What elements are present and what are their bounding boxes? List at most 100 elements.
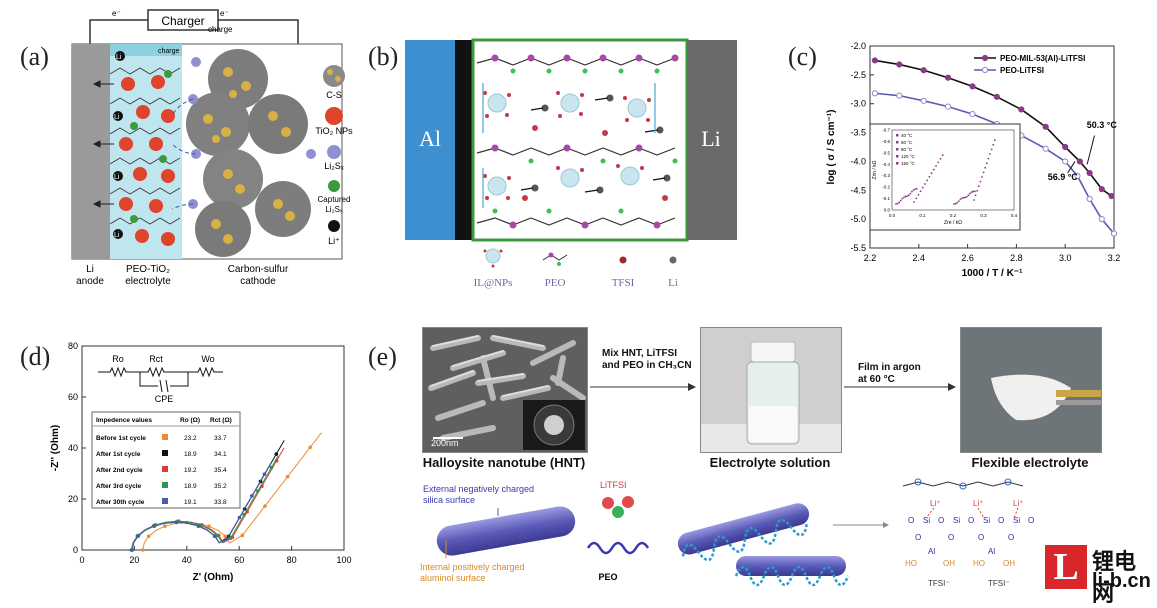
- svg-text:Li: Li: [114, 114, 120, 121]
- table-row-marker: [162, 482, 168, 488]
- y-tick-label: -2.0: [850, 41, 866, 51]
- annotation-arrow: [1086, 135, 1095, 165]
- inset-point: [954, 202, 957, 205]
- inset-point: [956, 201, 959, 204]
- inset-legend-label: 40 °C: [901, 133, 913, 138]
- nyquist-point: [130, 548, 134, 552]
- data-point: [969, 111, 976, 118]
- svg-text:Li: Li: [86, 264, 94, 275]
- li-electrode-label: Li: [701, 126, 721, 151]
- nyquist-line: [131, 463, 272, 551]
- inset-point: [912, 189, 915, 191]
- x-tick-label: 2.2: [864, 253, 877, 263]
- svg-text:O: O: [998, 516, 1004, 525]
- nyquist-point: [140, 548, 145, 552]
- svg-text:O: O: [948, 533, 954, 542]
- inset-y-tick: -0.1: [882, 196, 890, 201]
- inset-point: [974, 194, 977, 197]
- inset-point: [977, 185, 980, 188]
- scale-bar-label: 200nm: [431, 438, 459, 448]
- inset-point: [906, 195, 909, 198]
- legend-marker: [981, 54, 989, 62]
- inset-point: [911, 190, 913, 193]
- inset-y-label: Zim / kΩ: [872, 160, 878, 179]
- inset-point: [928, 175, 931, 178]
- inset-point: [981, 176, 983, 178]
- inset-x-tick: 0.2: [950, 213, 957, 218]
- y-tick-label: 40: [68, 443, 78, 453]
- nyquist-point: [256, 489, 260, 493]
- annotation: 50.3 °C: [1087, 120, 1118, 130]
- inset-point: [896, 202, 899, 205]
- svg-text:cathode: cathode: [240, 276, 276, 287]
- inset-frame: [869, 123, 1021, 231]
- svg-text:O: O: [978, 533, 984, 542]
- watermark-logo: L: [1045, 545, 1087, 589]
- x-tick-label: 0: [79, 555, 84, 565]
- table-cell-ro: 23.2: [184, 435, 197, 442]
- circuit-wo: Wo: [201, 354, 214, 364]
- legend-label: PEO-MIL-53(Al)-LiTFSI: [1000, 54, 1085, 63]
- electrolyte-solution-image: [700, 327, 842, 453]
- inset-point: [898, 201, 901, 204]
- nyquist-point: [240, 533, 245, 538]
- inset-legend-marker: [896, 162, 899, 165]
- svg-text:PEO: PEO: [598, 572, 617, 582]
- svg-text:Li₂Sₓ: Li₂Sₓ: [325, 205, 343, 214]
- inset-x-tick: 0.3: [980, 213, 987, 218]
- x-tick-label: 100: [336, 555, 351, 565]
- svg-text:PEO: PEO: [545, 277, 566, 289]
- data-point: [920, 97, 927, 104]
- svg-text:silica surface: silica surface: [423, 495, 475, 505]
- inset-legend-label: 80 °C: [901, 147, 913, 152]
- data-point: [896, 61, 903, 68]
- inset-legend-marker: [896, 134, 899, 137]
- data-point: [1042, 145, 1049, 152]
- data-point: [1110, 230, 1118, 237]
- circuit-rct: Rct: [149, 354, 163, 364]
- arrow-mix: [590, 383, 696, 391]
- svg-text:O: O: [915, 533, 921, 542]
- svg-text:Li⁺: Li⁺: [1013, 499, 1023, 508]
- caption-hnt: Halloysite nanotube (HNT): [422, 455, 586, 470]
- table-cell-ro: 18.9: [184, 451, 197, 458]
- inset-point: [973, 199, 975, 201]
- panel-a-label: (a): [20, 42, 49, 71]
- hnt-mechanism-figure: External negatively charged silica surfa…: [420, 478, 1034, 588]
- nyquist-point: [274, 452, 279, 456]
- nyquist-point: [152, 524, 156, 528]
- inset-point: [992, 143, 995, 146]
- inset-x-tick: 0.1: [919, 213, 926, 218]
- nyquist-point: [212, 534, 217, 539]
- table-row-label: After 3rd cycle: [96, 483, 142, 490]
- inset-point: [935, 165, 937, 167]
- inset-point: [990, 148, 993, 151]
- svg-text:PEO-TiO₂: PEO-TiO₂: [126, 264, 170, 275]
- svg-text:O: O: [1028, 516, 1034, 525]
- svg-text:Si: Si: [983, 516, 990, 525]
- svg-text:electrolyte: electrolyte: [125, 276, 171, 287]
- nyquist-point: [174, 520, 179, 525]
- inset-point: [965, 195, 968, 198]
- y-axis-label: -Z'' (Ohm): [50, 425, 61, 471]
- svg-text:TFSI⁻: TFSI⁻: [988, 579, 1010, 588]
- svg-text:anode: anode: [76, 276, 104, 287]
- x-tick-label: 3.2: [1108, 253, 1121, 263]
- svg-text:HO: HO: [973, 559, 985, 568]
- inset-point: [984, 166, 987, 169]
- watermark-name: 锂电网: [1092, 549, 1137, 606]
- data-point: [1086, 169, 1093, 177]
- svg-text:Carbon-sulfur: Carbon-sulfur: [228, 264, 289, 275]
- inset-point: [939, 157, 942, 160]
- inset-point: [953, 203, 955, 205]
- data-point: [896, 92, 903, 99]
- table-row-marker: [162, 434, 168, 440]
- inset-y-tick: -0.5: [882, 150, 890, 155]
- table-cell-rct: 33.7: [214, 435, 227, 442]
- inset-point: [979, 180, 982, 183]
- legend-marker: [981, 66, 989, 74]
- inset-point: [915, 197, 918, 200]
- data-point: [1098, 186, 1105, 193]
- data-point: [1074, 172, 1081, 179]
